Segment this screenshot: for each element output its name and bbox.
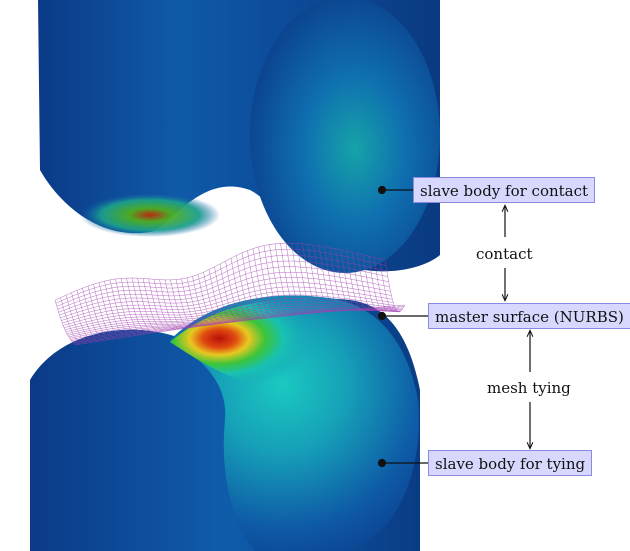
nurbs-mesh-line (368, 256, 389, 312)
nurbs-mesh-line (285, 243, 307, 315)
nurbs-mesh-line (274, 243, 296, 316)
nurbs-mesh-line (258, 246, 279, 317)
nurbs-mesh-line (335, 248, 356, 311)
upper-cylinder (38, 0, 440, 273)
slave-body-tying-label: slave body for tying (428, 450, 593, 476)
nurbs-mesh-line (87, 286, 109, 340)
master-surface-label: master surface (NURBS) (428, 303, 630, 329)
nurbs-mesh-line (120, 278, 142, 335)
nurbs-mesh-line (175, 279, 197, 328)
nurbs-mesh-line (109, 279, 131, 337)
nurbs-mesh-line (329, 247, 351, 311)
nurbs-mesh-line (170, 279, 191, 328)
nurbs-mesh-line (115, 278, 136, 336)
nurbs-mesh-line (148, 278, 169, 331)
nurbs-mesh-line (104, 281, 125, 338)
nurbs-mesh-line (252, 248, 274, 318)
mesh-tying-label: mesh tying (487, 379, 571, 397)
lower-cylinder (30, 295, 420, 551)
nurbs-mesh-line (203, 272, 224, 324)
nurbs-mesh-line (280, 243, 301, 315)
nurbs-mesh-line (324, 246, 345, 311)
nurbs-mesh-line (225, 261, 246, 321)
nurbs-mesh-line (186, 277, 208, 326)
nurbs-mesh-line (296, 243, 318, 314)
nurbs-mesh-line (98, 282, 120, 339)
nurbs-mesh-line (230, 258, 252, 321)
nurbs-mesh-line (291, 243, 312, 314)
nurbs-mesh-line (241, 252, 263, 319)
contact-label: contact (476, 245, 533, 263)
nurbs-mesh-line (373, 257, 395, 312)
nurbs-mesh-line (65, 295, 87, 344)
nurbs-mesh-line (153, 279, 175, 331)
nurbs-mesh-line (247, 250, 268, 319)
nurbs-mesh-line (313, 245, 334, 312)
nurbs-mesh-line (181, 278, 202, 327)
nurbs-mesh-line (307, 244, 329, 313)
nurbs-mesh-line (159, 279, 180, 330)
annotation-lines (377, 185, 531, 468)
nurbs-mesh-line (362, 254, 384, 312)
nurbs-mesh-line (192, 276, 213, 325)
nurbs-mesh-line (263, 245, 285, 317)
nurbs-mesh-line (357, 253, 378, 311)
nurbs-mesh-line (269, 244, 290, 316)
slave-body-contact-label: slave body for contact (413, 177, 596, 203)
nurbs-mesh-line (60, 297, 81, 345)
nurbs-mesh-line (164, 279, 186, 329)
nurbs-mesh-line (340, 249, 362, 311)
nurbs-mesh-line (351, 252, 373, 311)
nurbs-mesh-line (236, 255, 257, 320)
nurbs-mesh-line (71, 292, 92, 343)
nurbs-mesh-line (137, 278, 158, 333)
nurbs-mesh-line (384, 259, 406, 313)
nurbs-master-surface (54, 242, 406, 346)
nurbs-mesh-line (214, 266, 235, 323)
nurbs-mesh-line (126, 278, 147, 335)
nurbs-mesh-line (208, 269, 230, 323)
nurbs-mesh-line (93, 284, 114, 340)
nurbs-mesh-line (219, 263, 241, 322)
nurbs-mesh-line (346, 251, 367, 311)
nurbs-mesh-line (197, 274, 219, 325)
nurbs-mesh-line (318, 245, 340, 312)
nurbs-mesh-line (76, 290, 98, 342)
nurbs-mesh-line (82, 288, 103, 341)
nurbs-mesh-line (54, 300, 76, 346)
nurbs-mesh-line (302, 243, 323, 313)
nurbs-mesh-line (142, 278, 164, 332)
nurbs-mesh-line (131, 277, 153, 334)
